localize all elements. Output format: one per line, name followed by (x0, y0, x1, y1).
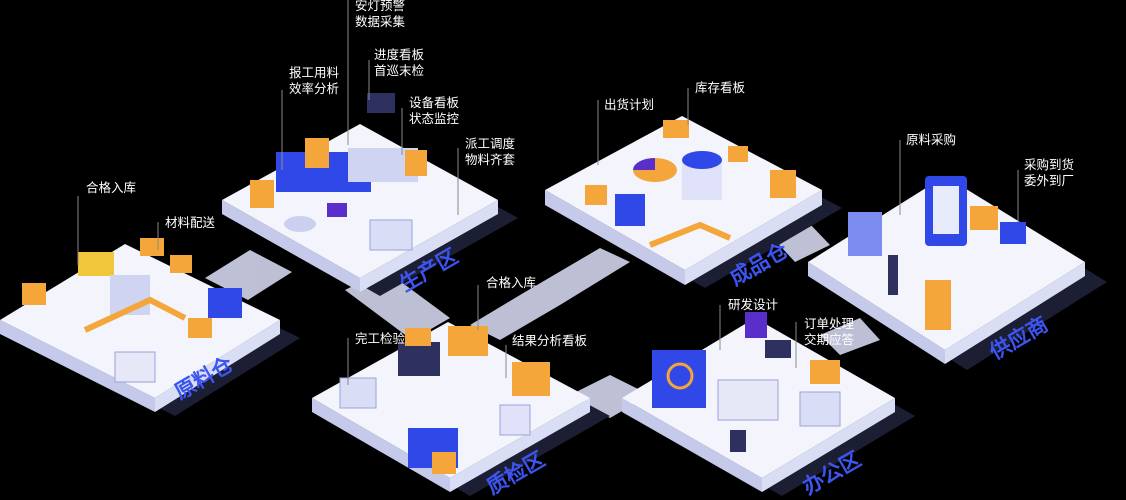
annotation-result-analysis-board: 结果分析看板 (512, 334, 588, 348)
annotation-kitting: 物料齐套 (465, 153, 516, 167)
quality-props (339, 326, 550, 474)
platform-supplier (808, 176, 1107, 370)
annotation-rd-design: 研发设计 (728, 298, 779, 312)
annotation-dispatch: 派工调度 (465, 137, 516, 151)
supplier-props (848, 176, 1026, 330)
office-props (652, 312, 841, 452)
annotation-purchase-arrival: 采购到货 (1024, 158, 1075, 172)
annotation-equipment-status: 设备看板 状态监控 (409, 95, 459, 127)
annotation-status-monitor: 状态监控 (409, 112, 460, 126)
leader-lines (77, 0, 1019, 385)
annotation-material-delivery: 材料配送 (165, 216, 216, 230)
annotation-order-delivery: 订单处理 交期应答 (804, 316, 854, 348)
annotation-inventory-board: 库存看板 (695, 81, 746, 95)
annotation-efficiency-analysis: 效率分析 (289, 82, 340, 96)
annotation-material-report: 报工用料 (289, 66, 340, 80)
annotation-purchase-outsourced: 采购到货 委外到厂 (1024, 157, 1074, 189)
platform-office (622, 312, 915, 496)
raw-material-props (22, 238, 242, 383)
annotation-shipping-plan: 出货计划 (604, 98, 655, 112)
annotation-progress-inspection: 进度看板 首巡末检 (374, 47, 424, 79)
annotation-progress-board: 进度看板 (374, 48, 425, 62)
annotation-delivery-response: 交期应答 (804, 333, 855, 347)
annotation-final-inspection: 完工检验 (355, 332, 406, 346)
annotation-equipment-board: 设备看板 (409, 96, 460, 110)
production-props (250, 93, 427, 251)
platform-finished-goods (545, 116, 842, 288)
annotation-data-collection: 数据采集 (355, 15, 406, 29)
annotation-andon-alert: 安灯预警 (355, 0, 406, 13)
platform-production (222, 93, 518, 296)
annotation-raw-purchase: 原料采购 (906, 133, 957, 147)
annotation-report-efficiency: 报工用料 效率分析 (289, 65, 339, 97)
finished-goods-props (585, 120, 796, 248)
annotation-inbound-raw: 合格入库 (86, 181, 137, 195)
platform-quality (312, 322, 610, 496)
platform-raw-material (0, 238, 300, 416)
annotation-inbound-quality: 合格入库 (486, 276, 537, 290)
annotation-dispatch-kitting: 派工调度 物料齐套 (465, 136, 515, 168)
annotation-order-processing: 订单处理 (804, 317, 855, 331)
annotation-andon-data: 安灯预警 数据采集 (355, 0, 405, 30)
annotation-outsourced-arrival: 委外到厂 (1024, 174, 1075, 188)
annotation-first-last-inspection: 首巡末检 (374, 64, 425, 78)
